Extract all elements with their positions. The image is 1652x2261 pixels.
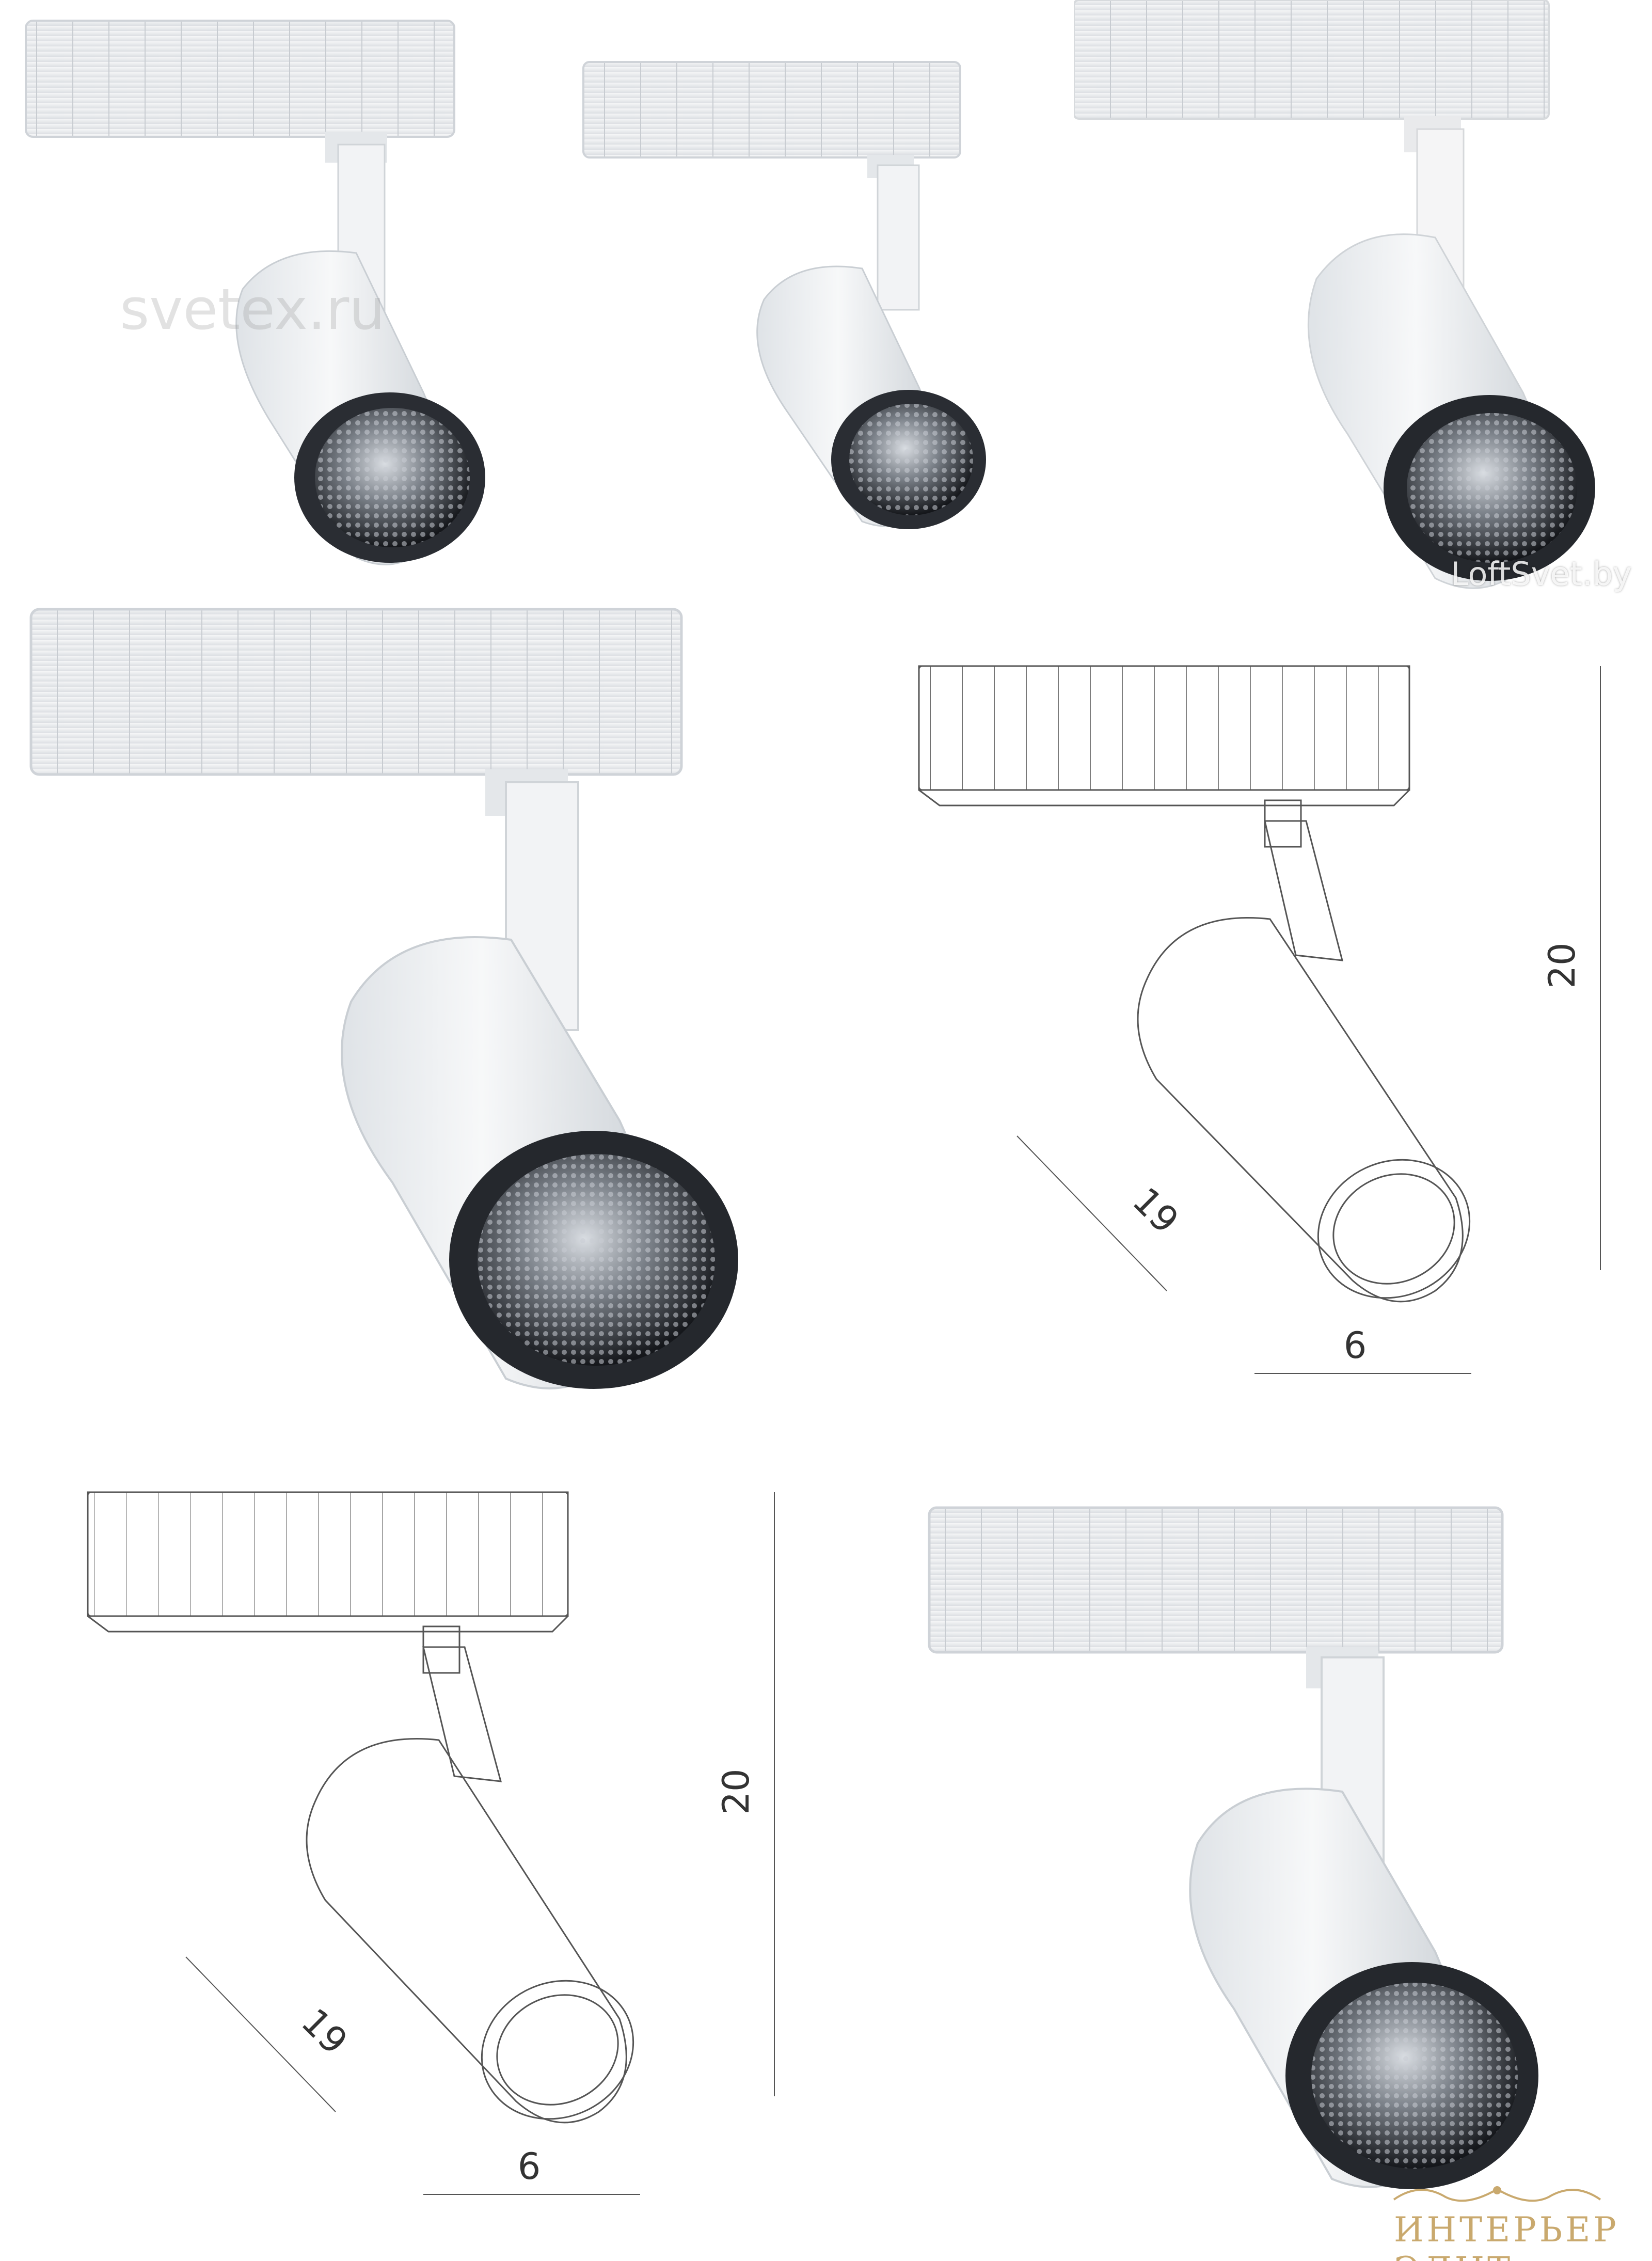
track-spotlight-image [25,20,485,565]
width-label: 6 [518,2145,541,2188]
brand-logo-text: ИНТЕРЬЕР ЭЛИТ [1394,2210,1619,2261]
lens-outline [481,1980,634,2120]
body-outline [1137,917,1464,1303]
depth-dimension-line [1016,1135,1167,1291]
depth-label: 19 [293,2000,356,2063]
track-adapter [1074,0,1550,120]
dimension-drawing-1: 20 19 6 [898,651,1652,1410]
product-photo-2 [568,57,1032,573]
track-spotlight-image [582,61,986,529]
arm-outline [1264,820,1343,961]
depth-label: 19 [1124,1179,1187,1242]
mount-arm [877,164,920,311]
track-spotlight-image [29,608,738,1389]
width-label: 6 [1344,1324,1367,1367]
watermark-text: svetex.ru [120,276,385,342]
track-spotlight-image [928,1506,1538,2189]
track-spotlight-image [1074,0,1595,589]
track-adapter [25,20,455,138]
track-adapter [29,608,683,776]
logo-ornament [1393,2186,1601,2202]
depth-dimension-line [185,1956,336,2112]
product-photo-4 [21,604,857,1441]
dimension-drawing-2: 20 19 6 [62,1477,826,2231]
outline-drawing: 20 19 6 [87,1491,775,2195]
outline-drawing: 20 19 6 [918,665,1601,1374]
arm-outline [422,1646,502,1782]
height-label: 20 [1541,942,1583,988]
product-photo-5: ИНТЕРЬЕР ЭЛИТ [909,1487,1652,2261]
track-adapter [928,1506,1504,1654]
product-photo-3: LoftSvet.by [1074,0,1652,609]
body-outline [306,1738,627,2124]
height-label: 20 [715,1768,757,1814]
watermark-text: LoftSvet.by [1451,555,1632,593]
track-adapter [582,61,961,159]
lens-outline [1317,1159,1471,1299]
product-photo-1: svetex.ru [0,0,558,609]
